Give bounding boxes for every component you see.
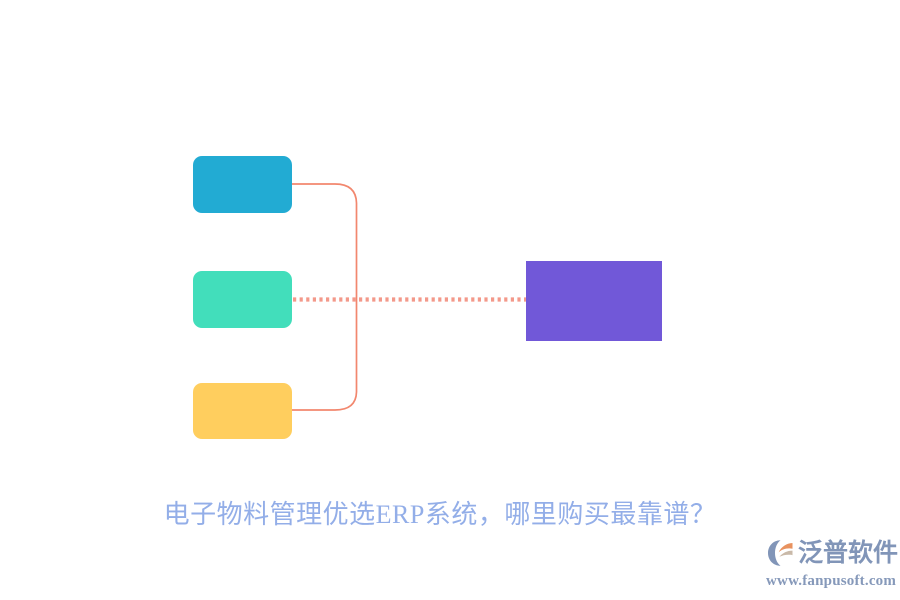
logo-row: 泛普软件 bbox=[766, 536, 898, 570]
fanpu-logo-icon bbox=[768, 540, 793, 566]
connector-bracket-path bbox=[291, 183, 358, 411]
watermark: 泛普软件 www.fanpusoft.com bbox=[766, 536, 898, 592]
diagram-node-source-bottom[interactable] bbox=[193, 383, 292, 439]
logo-brand-name: 泛普软件 bbox=[798, 539, 899, 567]
diagram-node-source-mid[interactable] bbox=[193, 271, 292, 328]
caption-text: 电子物料管理优选ERP系统，哪里购买最靠谱？ bbox=[163, 500, 717, 529]
logo-url: www.fanpusoft.com bbox=[766, 573, 897, 589]
diagram-node-target[interactable] bbox=[526, 261, 662, 341]
diagram-node-source-top[interactable] bbox=[193, 156, 292, 213]
